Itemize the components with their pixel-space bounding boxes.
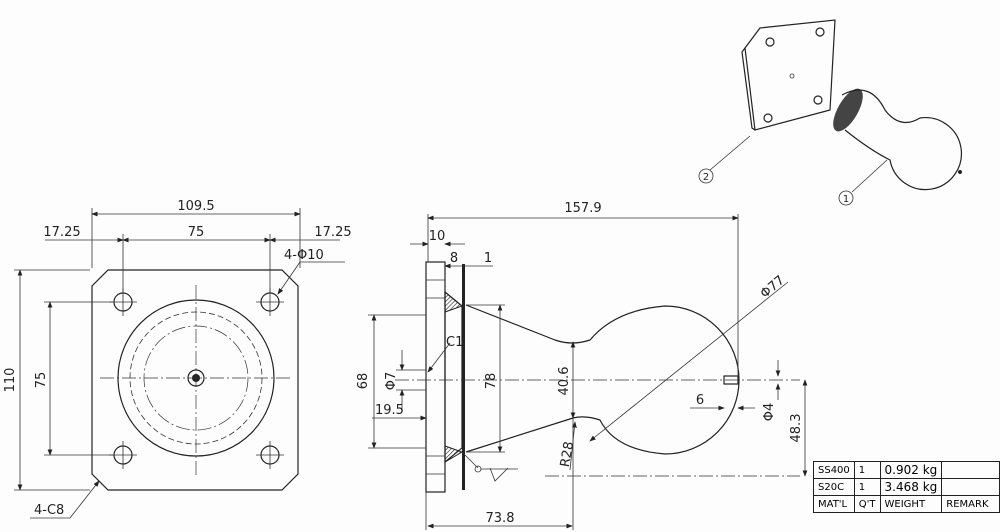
front-view: 109.5 17.25 75 17.25 4-Φ10 110 75 4-C8 <box>3 199 352 519</box>
dim-hole-pitch-v: 75 <box>34 372 49 389</box>
dim-length-73: 73.8 <box>486 511 515 526</box>
flange <box>425 261 446 493</box>
dim-height-48: 48.3 <box>789 414 804 443</box>
bill-of-materials: SS400 1 0.902 kg S20C 1 3.468 kg MAT'L Q… <box>813 461 1000 513</box>
dim-edge-right: 17.25 <box>314 225 351 240</box>
dim-pin-len: 6 <box>696 393 704 408</box>
dim-chamfer: 4-C8 <box>34 503 64 518</box>
dim-ball-dia: Φ77 <box>758 273 788 302</box>
balloon-2: 2 <box>703 172 709 183</box>
bom-header-material: MAT'L <box>813 495 855 513</box>
dim-height-68: 68 <box>356 373 371 390</box>
bom-qty: 1 <box>853 478 881 496</box>
bom-remark <box>941 478 1000 496</box>
bom-header-row: MAT'L Q'T WEIGHT REMARK <box>813 495 1000 513</box>
balloon-1: 1 <box>843 194 849 205</box>
dim-flange: 10 <box>429 229 446 244</box>
bom-weight: 0.902 kg <box>879 461 943 479</box>
plate-outline <box>91 269 299 491</box>
bom-header-weight: WEIGHT <box>879 495 943 513</box>
bom-material: SS400 <box>813 461 855 479</box>
dim-neck: 40.6 <box>557 367 572 396</box>
bom-row: SS400 1 0.902 kg <box>813 461 1000 479</box>
iso-knob <box>841 89 962 191</box>
dim-overall-length: 157.9 <box>564 201 601 216</box>
dim-hole-pitch-h: 75 <box>188 225 205 240</box>
bom-weight: 3.468 kg <box>879 478 943 496</box>
dim-base-dia: 78 <box>484 373 499 390</box>
dim-gap: 1 <box>484 251 492 266</box>
dim-holes: 4-Φ10 <box>284 248 324 263</box>
dim-radius: R28 <box>558 440 577 468</box>
bom-remark <box>941 461 1000 479</box>
dim-edge-left: 17.25 <box>43 225 80 240</box>
bom-header-qty: Q'T <box>853 495 881 513</box>
mounting-holes <box>109 288 284 469</box>
dim-height: 110 <box>3 368 18 393</box>
dim-pin-dia: Φ4 <box>762 403 777 422</box>
bom-row: S20C 1 3.468 kg <box>813 478 1000 496</box>
bom-header-remark: REMARK <box>941 495 1000 513</box>
dim-hole: Φ7 <box>384 372 399 391</box>
isometric-view: 2 1 <box>698 19 962 206</box>
knob-body <box>465 304 740 455</box>
side-view: 157.9 10 8 1 C1 Φ7 68 19.5 78 40.6 R28 7… <box>356 201 808 530</box>
bom-material: S20C <box>813 478 855 496</box>
dim-overall-width: 109.5 <box>177 199 214 214</box>
dim-chamfer-c1: C1 <box>446 335 463 350</box>
dim-offset: 19.5 <box>375 403 404 418</box>
bom-qty: 1 <box>853 461 881 479</box>
dim-plate: 8 <box>450 251 458 266</box>
iso-plate <box>744 19 836 131</box>
